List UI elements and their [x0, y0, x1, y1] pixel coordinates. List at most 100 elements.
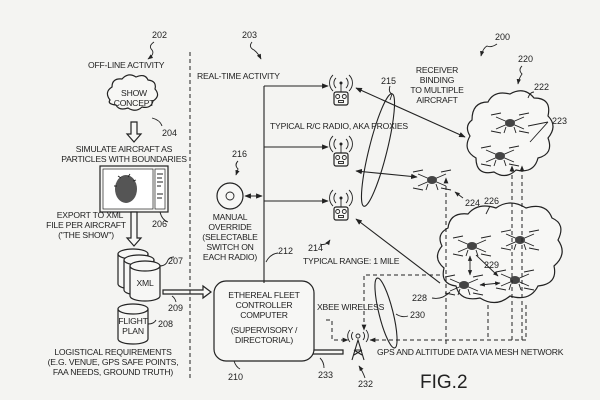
gps-mesh-label: GPS AND ALTITUDE DATA VIA MESH NETWORK	[377, 347, 564, 357]
transfer-arrow-right	[162, 284, 212, 300]
ref-220: 220	[518, 54, 533, 64]
xml-database-stack	[117, 248, 161, 302]
ref-202-leader	[147, 41, 155, 60]
ref-226-leader	[485, 205, 491, 215]
ref-203-leader	[249, 41, 262, 60]
xbee-range-ellipse	[374, 277, 398, 349]
realtime-title: REAL-TIME ACTIVITY	[197, 71, 280, 81]
override-line-3: (SELECTABLE	[202, 232, 258, 242]
simulate-line-1: SIMULATE AIRCRAFT AS	[76, 144, 173, 154]
ref-200: 200	[495, 32, 510, 42]
radio-2-to-drone-link	[355, 168, 418, 180]
flight-plan-line-2: PLAN	[122, 326, 144, 336]
radios-label: TYPICAL R/C RADIO, AKA PROXIES	[270, 121, 408, 131]
wireless-tower-icon	[347, 329, 369, 361]
show-concept-line-1: SHOW	[121, 88, 148, 98]
offline-section: 202 OFF-LINE ACTIVITY SHOW CONCEPT 204 S…	[46, 30, 212, 377]
override-line-4: SWITCH ON	[206, 242, 253, 252]
ref-214: 214	[308, 243, 323, 253]
flight-plan-line-1: FLIGHT	[118, 316, 148, 326]
ref-212: 212	[278, 246, 293, 256]
binding-line-4: AIRCRAFT	[416, 95, 458, 105]
ref-228-leader	[431, 291, 451, 299]
rc-radio-3	[328, 189, 354, 221]
ref-216: 216	[232, 149, 247, 159]
ref-210-leader	[233, 360, 241, 370]
lower-fleet-cloud	[436, 202, 563, 304]
logistics-line-1: LOGISTICAL REQUIREMENTS	[54, 347, 172, 357]
ref-216-leader	[235, 160, 240, 176]
manual-override-switch[interactable]	[216, 182, 244, 210]
binding-line-1: RECEIVER	[416, 65, 458, 75]
ref-203: 203	[242, 30, 257, 40]
binding-line-2: BINDING	[420, 75, 455, 85]
override-line-5: EACH RADIO)	[203, 252, 257, 262]
ref-209-leader	[171, 295, 177, 303]
controller-sub-line-2: DIRECTORIAL)	[235, 335, 293, 345]
export-line-2: FILE PER AIRCRAFT	[46, 220, 127, 230]
show-concept-line-2: CONCEPT	[114, 98, 156, 108]
controller-sub-line-1: (SUPERVISORY /	[231, 325, 298, 335]
xbee-label: XBEE WIRELESS	[317, 302, 385, 312]
ref-208: 208	[158, 319, 173, 329]
ref-212-leader	[265, 252, 279, 263]
logistics-line-3: FAA NEEDS, GROUND TRUTH)	[53, 367, 173, 377]
ref-210: 210	[228, 372, 243, 382]
ref-207: 207	[168, 256, 183, 266]
ref-233-leader	[319, 357, 325, 369]
ref-223: 223	[552, 116, 567, 126]
controller-dash-to-tower	[326, 319, 349, 343]
flow-arrow-down	[125, 121, 143, 143]
ref-222-leader	[527, 91, 535, 99]
mesh-link-diagonal	[475, 254, 499, 277]
ref-220-leader	[516, 65, 523, 85]
controller-line-3: COMPUTER	[240, 310, 288, 320]
ref-214-leader	[319, 239, 331, 246]
ref-202: 202	[152, 30, 167, 40]
logistics-line-2: (E.G. VENUE, GPS SAFE POINTS,	[48, 357, 179, 367]
offline-title: OFF-LINE ACTIVITY	[88, 60, 165, 70]
export-line-3: ("THE SHOW")	[58, 230, 114, 240]
ref-209: 209	[168, 303, 183, 313]
drone-single	[412, 169, 452, 191]
simulation-screen	[99, 165, 169, 213]
radio-3-to-cloud-link	[355, 218, 441, 284]
ref-204-leader	[151, 117, 163, 127]
range-label: TYPICAL RANGE: 1 MILE	[303, 256, 400, 266]
override-line-1: MANUAL	[213, 212, 248, 222]
realtime-section: 203 REAL-TIME ACTIVITY 216 MANUAL OVERRI…	[197, 30, 567, 389]
ref-208-leader	[147, 319, 157, 325]
rc-radio-2	[328, 135, 354, 167]
ref-233: 233	[318, 370, 333, 380]
ref-224-leader	[454, 191, 464, 199]
figure-label: FIG.2	[420, 372, 468, 393]
ref-207-leader	[159, 256, 175, 267]
ref-222: 222	[534, 82, 549, 92]
ref-232-leader	[358, 365, 366, 379]
ref-204: 204	[162, 128, 177, 138]
ref-206: 206	[152, 219, 167, 229]
ref-206-leader	[159, 211, 169, 223]
ref-230-leader	[395, 313, 409, 318]
ref-223-leader	[527, 121, 549, 143]
override-line-2: OVERRIDE	[208, 222, 252, 232]
export-line-1: EXPORT TO XML	[57, 210, 124, 220]
mesh-dash-to-tower	[361, 274, 440, 331]
ref-229: 229	[484, 260, 499, 270]
ref-226: 226	[484, 196, 499, 206]
xml-label: XML	[136, 278, 153, 288]
binding-line-3: TO MULTIPLE	[410, 85, 464, 95]
mesh-link-horizontal	[479, 281, 501, 287]
ref-228: 228	[412, 293, 427, 303]
radio-range-ellipse	[360, 93, 396, 207]
radio-1-to-cloud-link	[355, 87, 466, 138]
upper-fleet-cloud	[466, 90, 554, 177]
ref-230: 230	[410, 310, 425, 320]
ref-215: 215	[381, 76, 396, 86]
export-arrow-down	[125, 211, 143, 247]
rc-radio-1	[328, 74, 354, 106]
ref-224: 224	[465, 198, 480, 208]
flight-plan-database	[117, 303, 149, 345]
